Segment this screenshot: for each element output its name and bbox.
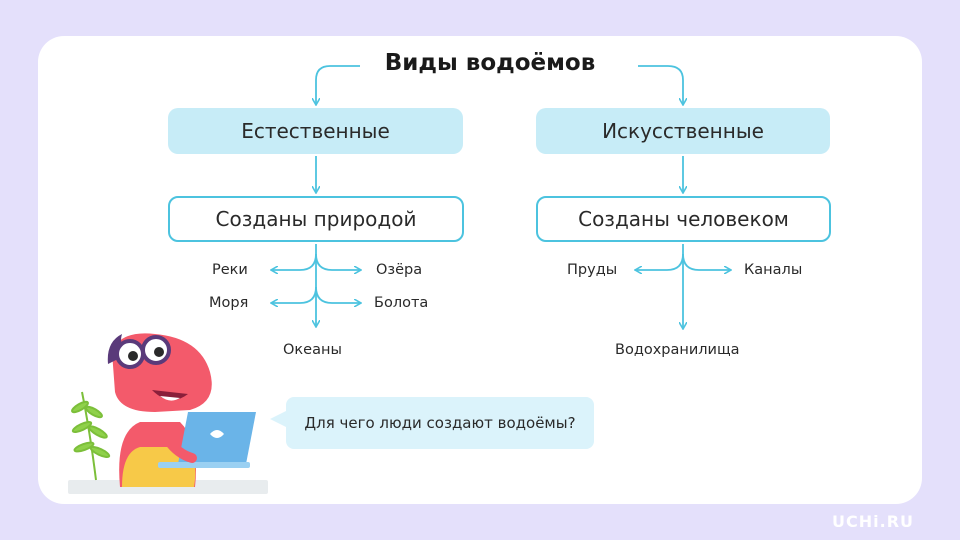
leaf-okeany: Океаны: [283, 342, 342, 358]
diagram-title: Виды водоёмов: [384, 50, 596, 76]
category-natural: Естественные: [168, 108, 463, 154]
leaf-bolota: Болота: [374, 295, 429, 311]
leaf-kanaly: Каналы: [744, 262, 803, 278]
category-artificial: Искусственные: [536, 108, 830, 154]
arrow-ozera: [315, 253, 360, 270]
leaf-morya: Моря: [209, 295, 249, 311]
leaf-ozera: Озёра: [376, 262, 423, 278]
dino-mascot: [68, 333, 268, 494]
sub-artificial: Созданы человеком: [536, 196, 831, 242]
laptop-icon: [158, 412, 256, 468]
arrow-title-right: [638, 65, 683, 104]
leaf-prudy: Пруды: [567, 262, 618, 278]
arrow-prudy: [636, 253, 684, 270]
brand-logo: UCHi.RU: [832, 512, 914, 531]
arrow-kanaly: [682, 253, 730, 270]
arrow-morya: [272, 286, 317, 303]
speech-bubble-tail: [270, 410, 288, 428]
arrow-reki: [272, 253, 317, 270]
arrow-bolota: [315, 286, 360, 303]
leaf-reki: Реки: [212, 262, 248, 278]
fern-plant-icon: [71, 391, 111, 481]
speech-bubble: Для чего люди создают водоёмы?: [286, 397, 594, 449]
leaf-vodohranilishcha: Водохранилища: [615, 342, 740, 358]
sub-natural: Созданы природой: [168, 196, 464, 242]
arrow-title-left: [316, 65, 360, 104]
